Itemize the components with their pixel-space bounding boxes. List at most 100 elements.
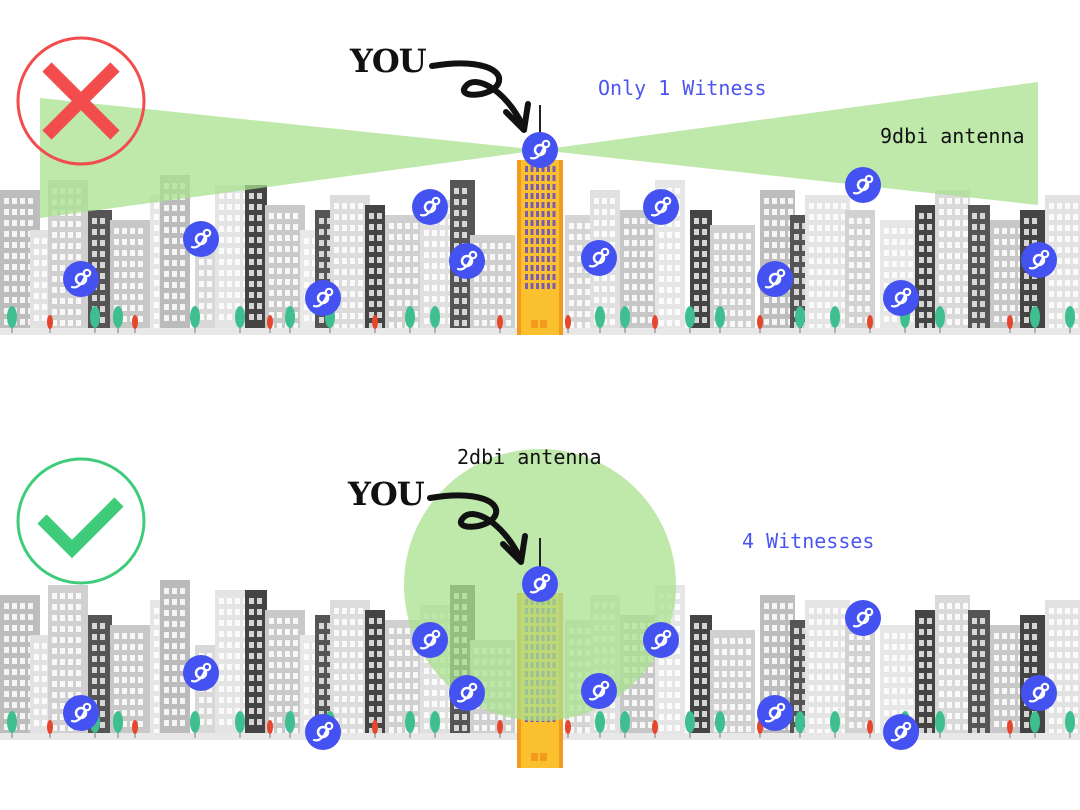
helium-hotspot-icon xyxy=(757,261,793,297)
building xyxy=(655,180,685,335)
helium-hotspot-icon xyxy=(883,280,919,316)
helium-hotspot-icon xyxy=(412,622,448,658)
tree xyxy=(830,711,840,738)
helium-hotspot-icon xyxy=(581,673,617,709)
helium-hotspot-icon xyxy=(522,566,558,602)
tree xyxy=(285,306,295,333)
building xyxy=(845,615,875,740)
your-tower xyxy=(517,160,563,335)
panel-low-gain-antenna: YOU 2dbi antenna 4 Witnesses xyxy=(0,405,1080,810)
helium-hotspot-icon xyxy=(183,655,219,691)
helium-hotspot-icon xyxy=(643,622,679,658)
building xyxy=(160,580,190,740)
helium-hotspot-icon xyxy=(1021,242,1057,278)
arrow-head xyxy=(500,533,528,565)
tree xyxy=(497,720,503,738)
tree xyxy=(935,306,945,333)
helium-hotspot-icon xyxy=(581,240,617,276)
tree xyxy=(1065,711,1075,738)
tree xyxy=(867,720,873,738)
tree xyxy=(565,720,571,738)
arrow-head xyxy=(503,101,531,133)
building xyxy=(690,615,712,740)
helium-hotspot-icon xyxy=(845,600,881,636)
tree xyxy=(132,315,138,333)
tree xyxy=(113,306,123,333)
helium-hotspot-icon xyxy=(643,189,679,225)
tree xyxy=(620,711,630,738)
tree xyxy=(757,315,763,333)
tree xyxy=(267,315,273,333)
tree xyxy=(285,711,295,738)
coverage-beam xyxy=(540,82,1038,205)
helium-hotspot-icon xyxy=(412,189,448,225)
tree xyxy=(430,711,440,738)
helium-hotspot-icon xyxy=(757,695,793,731)
helium-hotspot-icon xyxy=(845,167,881,203)
check-mark-icon xyxy=(16,457,146,585)
building xyxy=(265,610,305,740)
tree xyxy=(620,306,630,333)
tree xyxy=(47,315,53,333)
witness-count-label: Only 1 Witness xyxy=(598,76,767,100)
building xyxy=(915,205,935,335)
antenna-label: 2dbi antenna xyxy=(457,445,602,469)
tree xyxy=(372,720,378,738)
helium-hotspot-icon xyxy=(522,132,558,168)
building xyxy=(690,210,712,335)
helium-hotspot-icon xyxy=(305,280,341,316)
building xyxy=(968,610,990,740)
tree xyxy=(7,306,17,333)
tree xyxy=(685,306,695,333)
building xyxy=(880,220,915,335)
tree xyxy=(47,720,53,738)
helium-hotspot-icon xyxy=(449,243,485,279)
building xyxy=(330,600,370,740)
helium-hotspot-icon xyxy=(63,261,99,297)
building xyxy=(365,610,385,740)
tree xyxy=(830,306,840,333)
helium-hotspot-icon xyxy=(883,714,919,750)
panel-high-gain-antenna: YOU Only 1 Witness 9dbi antenna xyxy=(0,36,1080,335)
building xyxy=(365,205,385,335)
tree xyxy=(1007,720,1013,738)
arrow-icon xyxy=(429,60,525,127)
building xyxy=(315,615,333,740)
coverage-beam xyxy=(40,98,540,218)
hotspot-group xyxy=(63,566,1057,750)
building xyxy=(710,630,755,740)
you-label: YOU xyxy=(348,475,425,513)
tree xyxy=(430,306,440,333)
helium-hotspot-icon xyxy=(1021,675,1057,711)
helium-hotspot-icon xyxy=(183,221,219,257)
helium-hotspot-icon xyxy=(63,695,99,731)
tree xyxy=(235,711,245,738)
tree xyxy=(235,306,245,333)
tree xyxy=(190,711,200,738)
tree xyxy=(372,315,378,333)
tree xyxy=(795,306,805,333)
tree xyxy=(267,720,273,738)
tree xyxy=(715,711,725,738)
building xyxy=(265,205,305,335)
building xyxy=(245,185,267,335)
tree xyxy=(652,315,658,333)
building xyxy=(245,590,267,740)
tree xyxy=(1007,315,1013,333)
arrow-icon xyxy=(427,492,522,559)
city-scene-bad xyxy=(0,36,1080,335)
building xyxy=(968,205,990,335)
tree xyxy=(405,711,415,738)
building xyxy=(915,610,935,740)
tree xyxy=(595,306,605,333)
building xyxy=(805,195,850,335)
tree xyxy=(132,720,138,738)
tree xyxy=(867,315,873,333)
building xyxy=(845,210,875,335)
tree xyxy=(90,306,100,333)
tree xyxy=(935,711,945,738)
tree xyxy=(685,711,695,738)
tree xyxy=(7,711,17,738)
tree xyxy=(1030,306,1040,333)
you-label: YOU xyxy=(350,42,427,80)
